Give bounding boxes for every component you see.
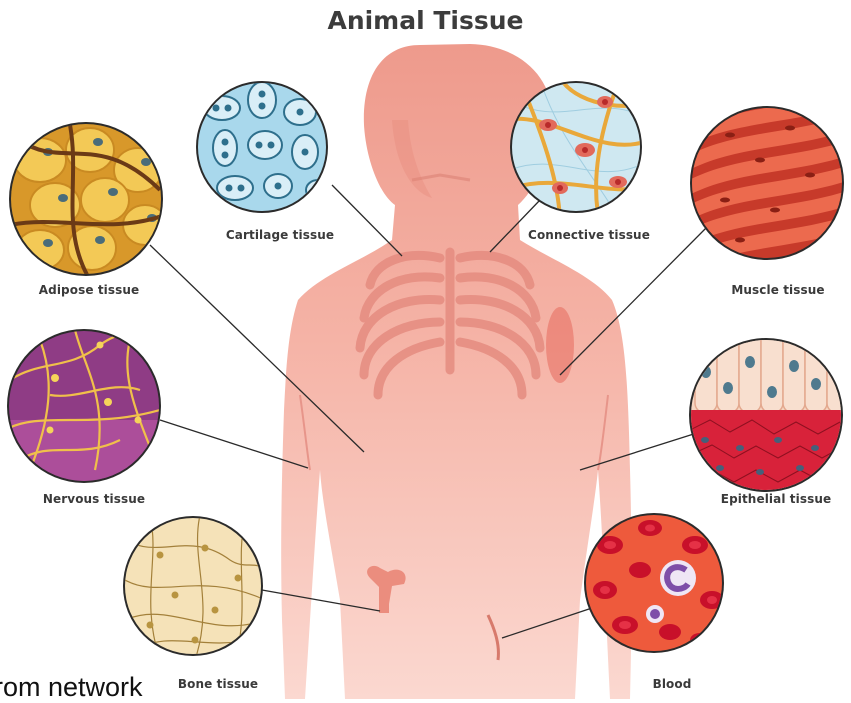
label-adipose-tissue: Adipose tissue bbox=[39, 283, 140, 297]
bone-tissue-circle bbox=[122, 515, 267, 660]
label-cartilage-tissue: Cartilage tissue bbox=[226, 228, 334, 242]
label-epithelial-tissue: Epithelial tissue bbox=[721, 492, 831, 506]
diagram-title: Animal Tissue bbox=[0, 6, 851, 35]
label-nervous-tissue: Nervous tissue bbox=[43, 492, 145, 506]
epithelial-tissue-circle bbox=[688, 328, 849, 500]
cartilage-tissue-circle bbox=[190, 75, 340, 225]
label-muscle-tissue: Muscle tissue bbox=[731, 283, 824, 297]
overlay-caption: rom network bbox=[0, 672, 143, 703]
label-bone-tissue: Bone tissue bbox=[178, 677, 258, 691]
adipose-tissue-circle bbox=[5, 120, 170, 280]
muscle-tissue-circle bbox=[680, 90, 850, 275]
blood-circle bbox=[583, 512, 728, 657]
nervous-tissue-circle bbox=[5, 328, 165, 490]
label-blood: Blood bbox=[653, 677, 692, 691]
label-connective-tissue: Connective tissue bbox=[528, 228, 650, 242]
